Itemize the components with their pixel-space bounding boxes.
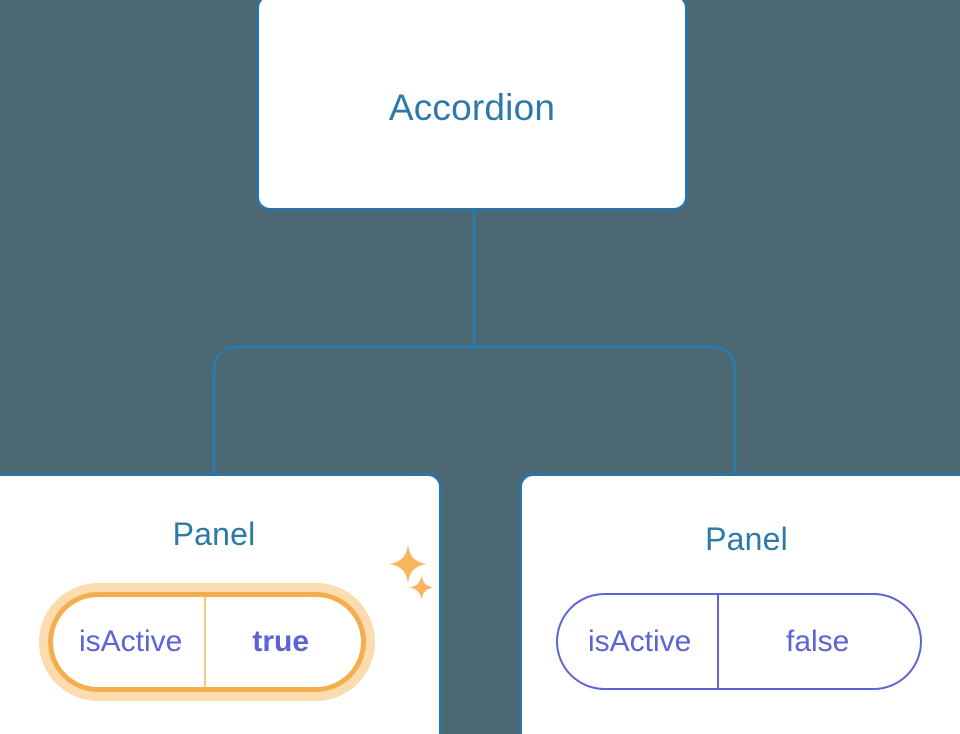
prop-pill-isactive-true[interactable]: isActive true	[48, 592, 366, 692]
node-accordion-title: Accordion	[388, 87, 556, 128]
node-accordion[interactable]: Accordion	[256, 0, 688, 211]
node-panel-left-title: Panel	[172, 516, 256, 552]
prop-value-label: true	[204, 597, 361, 687]
prop-value-label: false	[717, 595, 920, 688]
edge-branch-bar	[212, 345, 737, 480]
prop-key-label: isActive	[588, 624, 692, 658]
prop-key-label: isActive	[79, 625, 183, 658]
prop-pill-isactive-false[interactable]: isActive false	[556, 593, 922, 690]
node-panel-right-title: Panel	[705, 521, 788, 557]
